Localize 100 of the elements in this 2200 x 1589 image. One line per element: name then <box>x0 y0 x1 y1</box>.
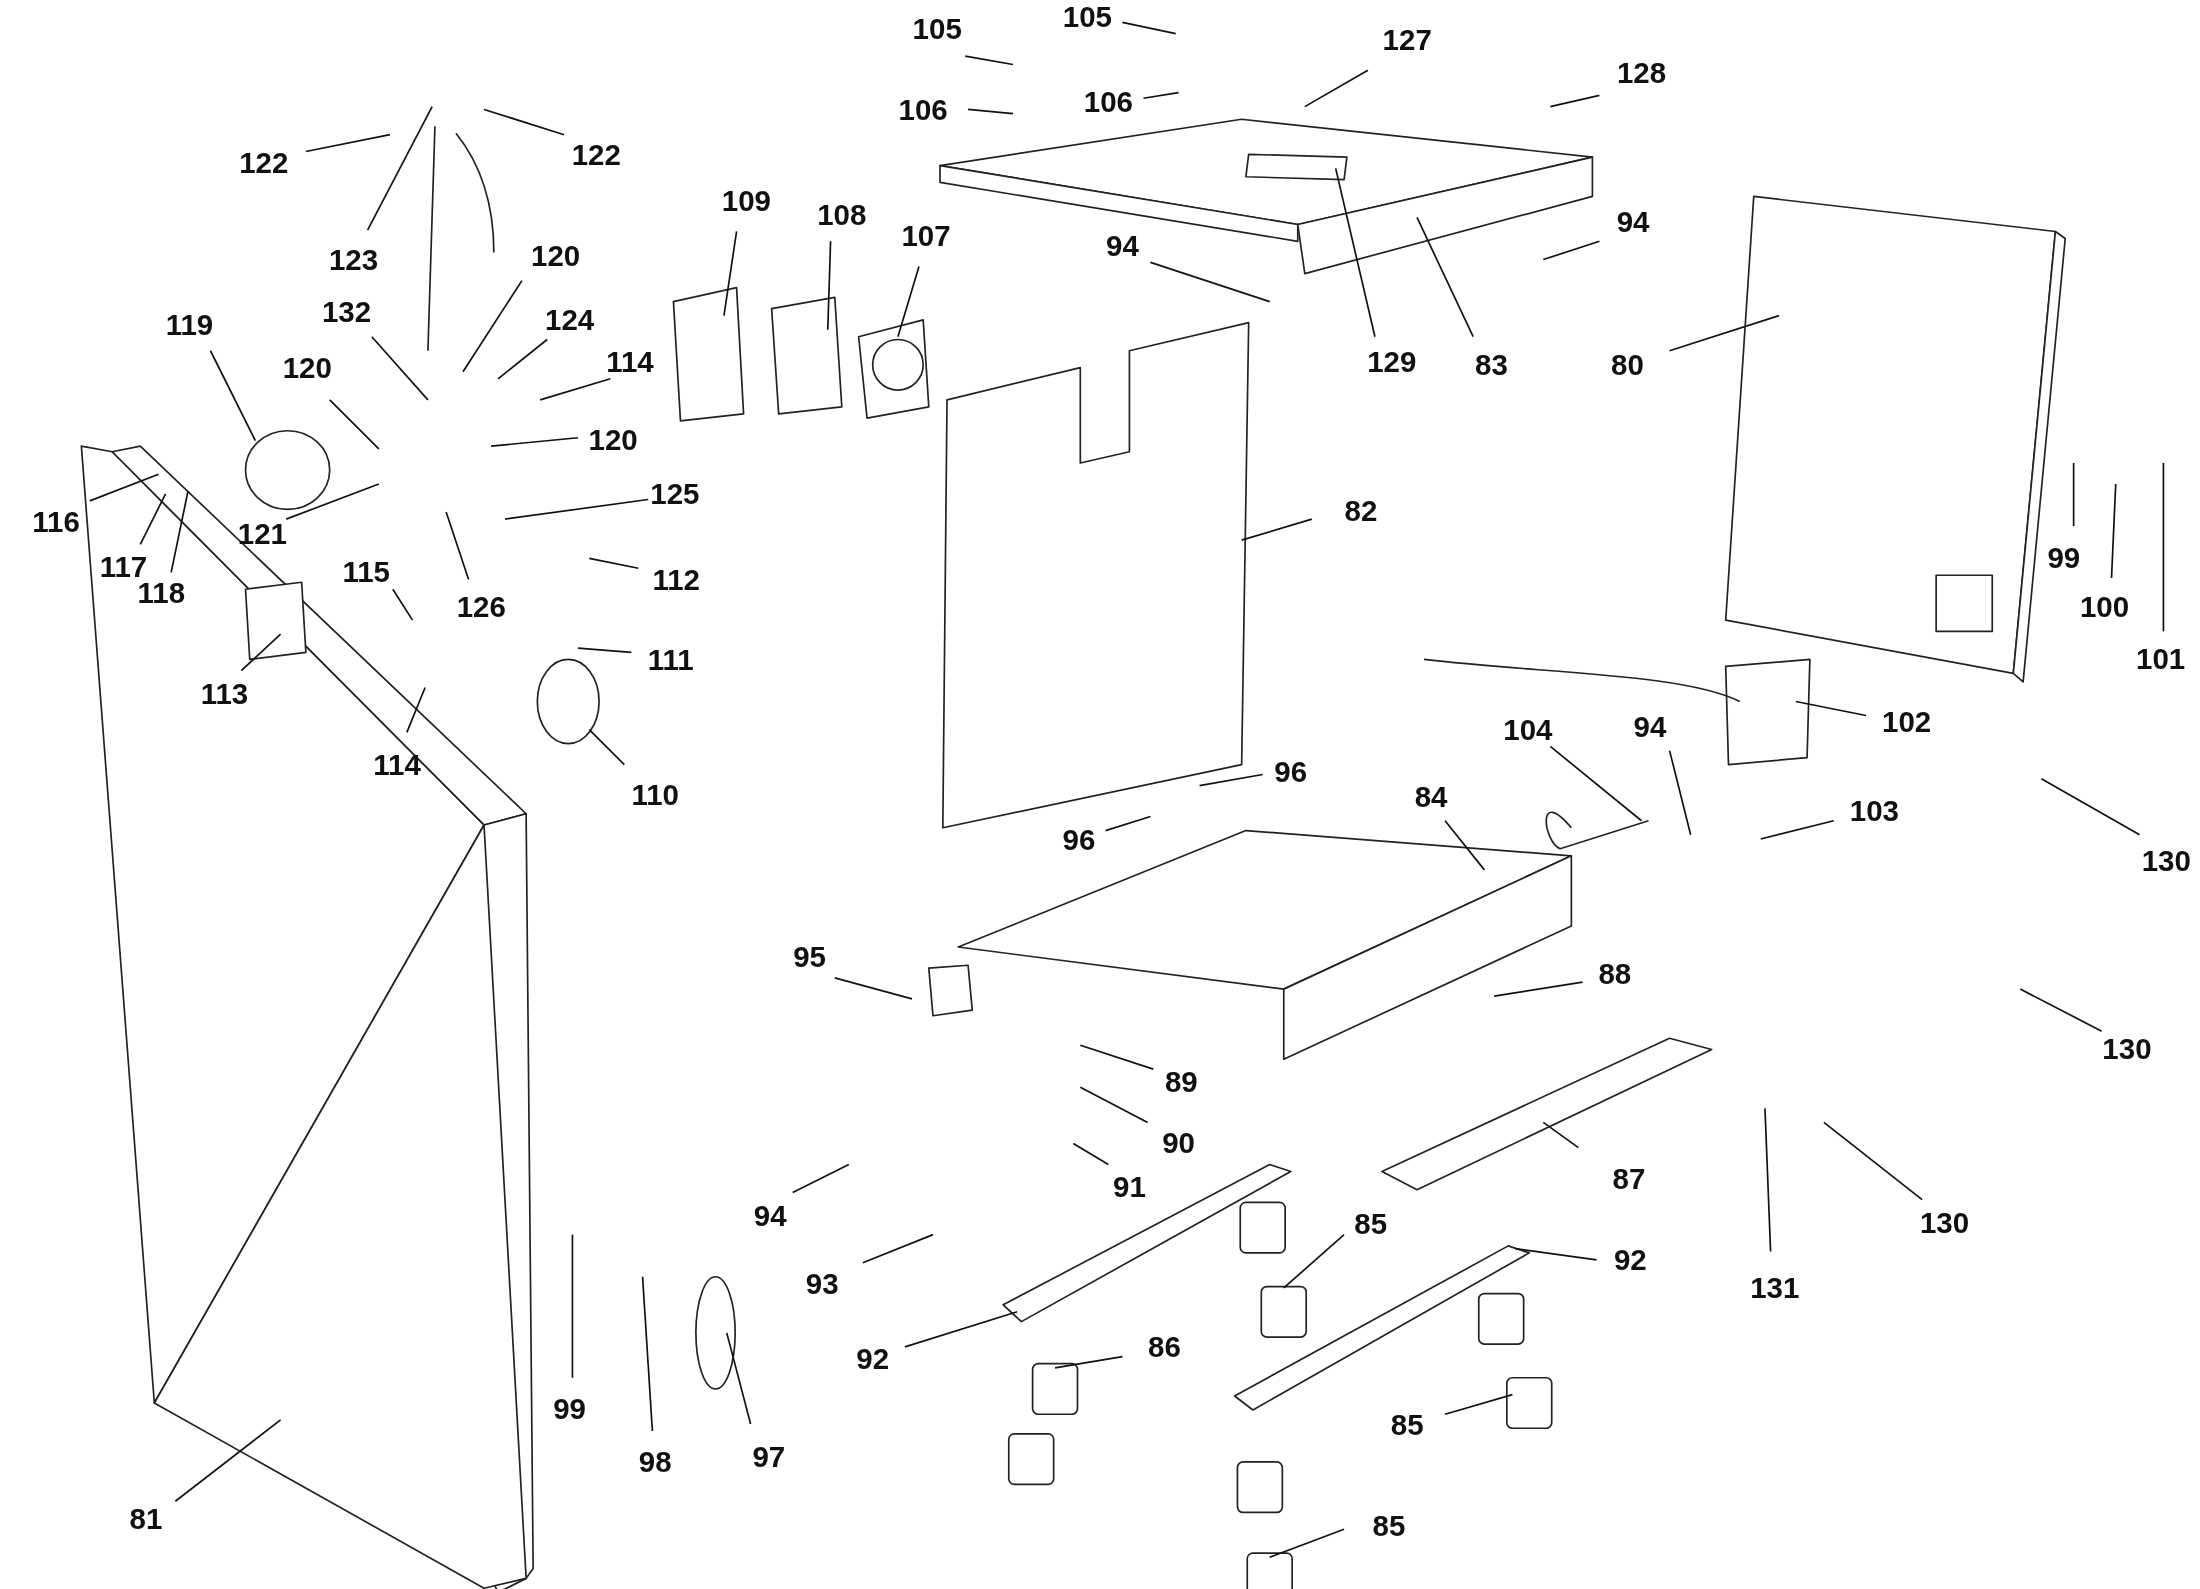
callout-number: 115 <box>342 556 390 586</box>
callout-number: 82 <box>1344 495 1378 526</box>
leader-line <box>1240 518 1313 541</box>
callout-number: 101 <box>2136 643 2186 673</box>
callout-number: 96 <box>1062 824 1096 854</box>
leader-line <box>725 1332 752 1425</box>
leader-line <box>174 1419 282 1503</box>
callout-number: 100 <box>2079 591 2130 621</box>
leader-line <box>445 511 470 581</box>
leader-line <box>504 498 650 520</box>
callout-number: 114 <box>373 749 421 780</box>
leader-line <box>1764 1107 1772 1253</box>
leader-line <box>1079 1044 1155 1070</box>
callout-number: 83 <box>1475 350 1508 380</box>
callout-number: 85 <box>1354 1208 1388 1239</box>
callout-number: 94 <box>1106 230 1139 261</box>
callout-number: 95 <box>793 942 826 972</box>
leader-line <box>791 1163 850 1194</box>
callout-number: 94 <box>753 1200 787 1230</box>
leader-line <box>1149 261 1271 303</box>
callout-number: 93 <box>805 1269 839 1299</box>
leader-line <box>209 349 257 442</box>
callout-number: 120 <box>588 424 638 454</box>
leader-line <box>285 483 380 520</box>
callout-number: 109 <box>721 185 771 216</box>
leader-line <box>1668 749 1692 836</box>
leader-line <box>2072 462 2075 527</box>
callout-number: 99 <box>553 1393 586 1424</box>
callout-number: 94 <box>1633 712 1667 742</box>
leader-line <box>1823 1121 1923 1201</box>
leader-line <box>1054 1355 1124 1369</box>
callout-number: 127 <box>1382 24 1432 54</box>
callout-number: 85 <box>1390 1409 1424 1439</box>
leader-line <box>462 279 523 373</box>
callout-number: 87 <box>1612 1163 1646 1194</box>
callout-number: 112 <box>652 564 700 595</box>
leader-line <box>1104 815 1152 832</box>
leader-line <box>1079 1086 1149 1124</box>
callout-number: 103 <box>1849 796 1899 826</box>
callout-number: 111 <box>647 644 694 675</box>
callout-number: 81 <box>129 1503 163 1533</box>
leader-line <box>305 133 391 153</box>
leader-line <box>483 108 565 136</box>
callout-number: 96 <box>1274 756 1308 787</box>
leader-line <box>904 1310 1018 1348</box>
callout-number: 132 <box>321 296 372 327</box>
leader-line <box>328 399 380 450</box>
leader-line <box>1759 819 1835 840</box>
leader-line <box>2040 777 2141 836</box>
leader-line <box>406 686 426 734</box>
leader-line <box>1416 216 1474 338</box>
callout-number: 116 <box>32 507 80 537</box>
leader-line <box>964 55 1014 66</box>
callout-number: 120 <box>531 240 581 271</box>
leader-line <box>641 1275 654 1432</box>
leader-line <box>1444 1393 1514 1416</box>
callout-number: 92 <box>1613 1245 1647 1275</box>
callout-number: 97 <box>752 1441 786 1472</box>
callout-number: 98 <box>638 1447 672 1477</box>
leader-line <box>577 647 633 654</box>
callout-number: 84 <box>1414 782 1448 812</box>
leader-line <box>1198 773 1264 787</box>
leader-line <box>723 230 738 317</box>
leader-line <box>1549 745 1643 822</box>
leader-line <box>1072 1142 1110 1166</box>
leader-line <box>1121 21 1177 35</box>
leader-line <box>967 108 1014 115</box>
leader-line <box>497 338 548 380</box>
leader-line <box>392 588 414 621</box>
callout-number: 107 <box>901 220 951 251</box>
leader-line <box>370 335 429 401</box>
callout-number: 119 <box>165 309 214 339</box>
callout-number: 121 <box>237 518 287 548</box>
leader-line <box>571 1233 574 1379</box>
callout-number: 122 <box>239 148 289 178</box>
callout-number: 99 <box>2047 542 2081 572</box>
callout-number: 125 <box>650 479 700 509</box>
leader-line <box>170 490 189 574</box>
callout-number: 131 <box>1750 1273 1800 1303</box>
callout-number: 106 <box>1083 86 1133 116</box>
leader-line <box>1493 981 1584 997</box>
callout-number: 124 <box>545 305 595 335</box>
leader-line <box>240 633 282 672</box>
leader-line <box>1142 91 1180 100</box>
leader-line <box>2110 483 2117 579</box>
callout-number: 80 <box>1611 350 1644 380</box>
callout-number: 105 <box>1062 2 1112 32</box>
leader-line <box>2162 462 2165 633</box>
callout-number: 85 <box>1372 1510 1406 1540</box>
callout-number: 92 <box>856 1343 890 1373</box>
callout-number: 130 <box>2141 845 2191 875</box>
callout-number: 128 <box>1616 58 1667 88</box>
leader-line <box>539 377 612 401</box>
leader-line <box>139 493 167 546</box>
leader-line <box>1668 314 1780 352</box>
callout-number: 88 <box>1598 958 1632 989</box>
leader-line <box>1542 1121 1580 1149</box>
leader-line <box>2019 988 2103 1033</box>
callout-number: 126 <box>456 591 506 621</box>
callout-number: 129 <box>1367 347 1417 377</box>
